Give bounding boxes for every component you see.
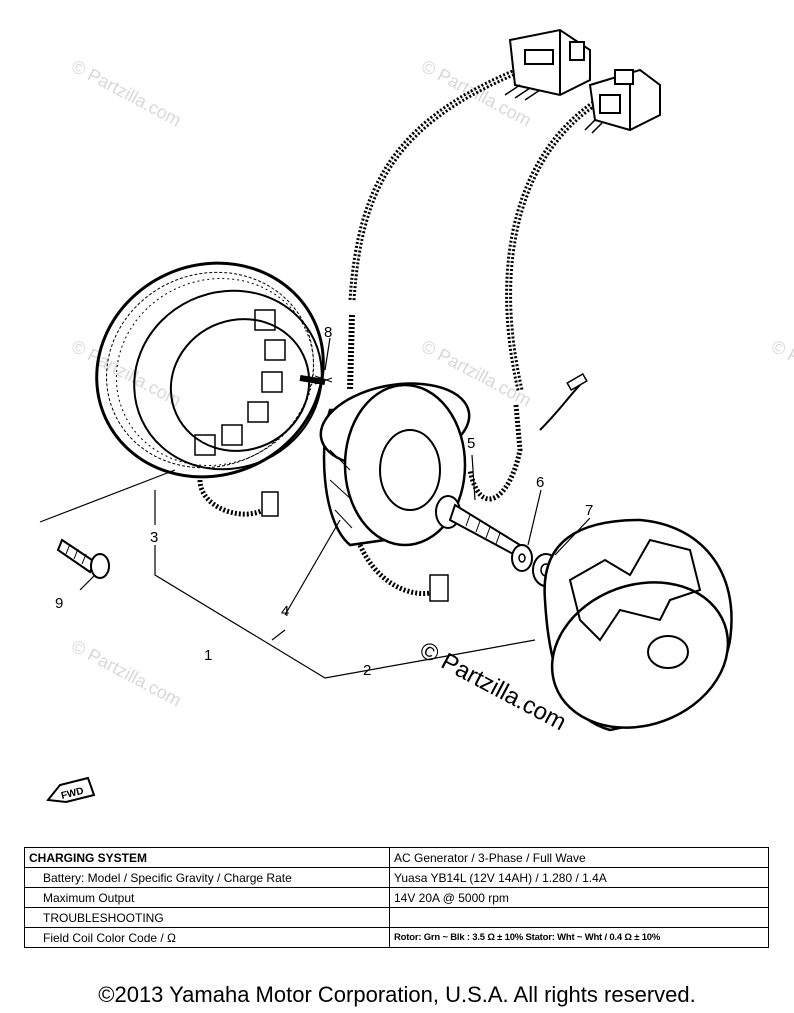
part-number-5: 5 — [467, 435, 475, 452]
spec-value: AC Generator / 3-Phase / Full Wave — [389, 847, 769, 868]
connector-plug-1 — [504, 28, 591, 101]
part-number-8: 8 — [324, 324, 332, 341]
spec-label: Maximum Output — [24, 887, 390, 908]
field-coil — [319, 382, 471, 602]
spec-value: Rotor: Grn ~ Blk : 3.5 Ω ± 10% Stator: W… — [389, 927, 769, 948]
wiring-harness — [347, 66, 602, 502]
copyright-notice: ©2013 Yamaha Motor Corporation, U.S.A. A… — [98, 982, 696, 1007]
part-number-7: 7 — [585, 502, 593, 519]
exploded-parts-diagram: © Partzilla.com © Partzilla.com © Partzi… — [39, 28, 794, 804]
spec-label: TROUBLESHOOTING — [24, 907, 390, 928]
part-number-1: 1 — [204, 647, 212, 664]
part-number-6: 6 — [536, 474, 544, 491]
spec-value: 14V 20A @ 5000 rpm — [389, 887, 769, 908]
rotor — [543, 518, 733, 732]
spec-label: Battery: Model / Specific Gravity / Char… — [24, 867, 390, 888]
lock-washer — [511, 544, 533, 572]
forward-arrow-icon: FWD — [46, 776, 96, 804]
spec-row: Field Coil Color Code / Ω Rotor: Grn ~ B… — [24, 927, 769, 948]
spec-row: TROUBLESHOOTING — [24, 907, 769, 928]
fwd-label: FWD — [60, 786, 85, 802]
part-callouts: 1 2 3 4 5 6 7 8 9 — [55, 324, 593, 679]
spec-value — [389, 907, 769, 928]
spec-row: Maximum Output 14V 20A @ 5000 rpm — [24, 887, 769, 908]
watermark: © Partzilla.com — [68, 336, 184, 411]
screw — [56, 538, 110, 579]
spec-label: CHARGING SYSTEM — [24, 847, 390, 868]
watermark: © Partzilla.com — [68, 636, 184, 711]
part-number-4: 4 — [281, 603, 289, 620]
watermark-main: © Partzilla.com — [415, 636, 570, 736]
rotor-bolt — [435, 495, 522, 557]
part-number-3: 3 — [150, 529, 158, 546]
spec-row: Battery: Model / Specific Gravity / Char… — [24, 867, 769, 888]
part-number-2: 2 — [363, 662, 371, 679]
part-number-9: 9 — [55, 595, 63, 612]
spec-row: CHARGING SYSTEM AC Generator / 3-Phase /… — [24, 847, 769, 868]
charging-system-spec-table: CHARGING SYSTEM AC Generator / 3-Phase /… — [24, 847, 769, 948]
spec-label: Field Coil Color Code / Ω — [24, 927, 390, 948]
watermark: © Partzilla.com — [768, 336, 794, 411]
leader-lines — [39, 337, 591, 679]
connector-plug-2 — [584, 68, 661, 134]
watermark: © Partzilla.com — [68, 56, 184, 131]
spec-value: Yuasa YB14L (12V 14AH) / 1.280 / 1.4A — [389, 867, 769, 888]
